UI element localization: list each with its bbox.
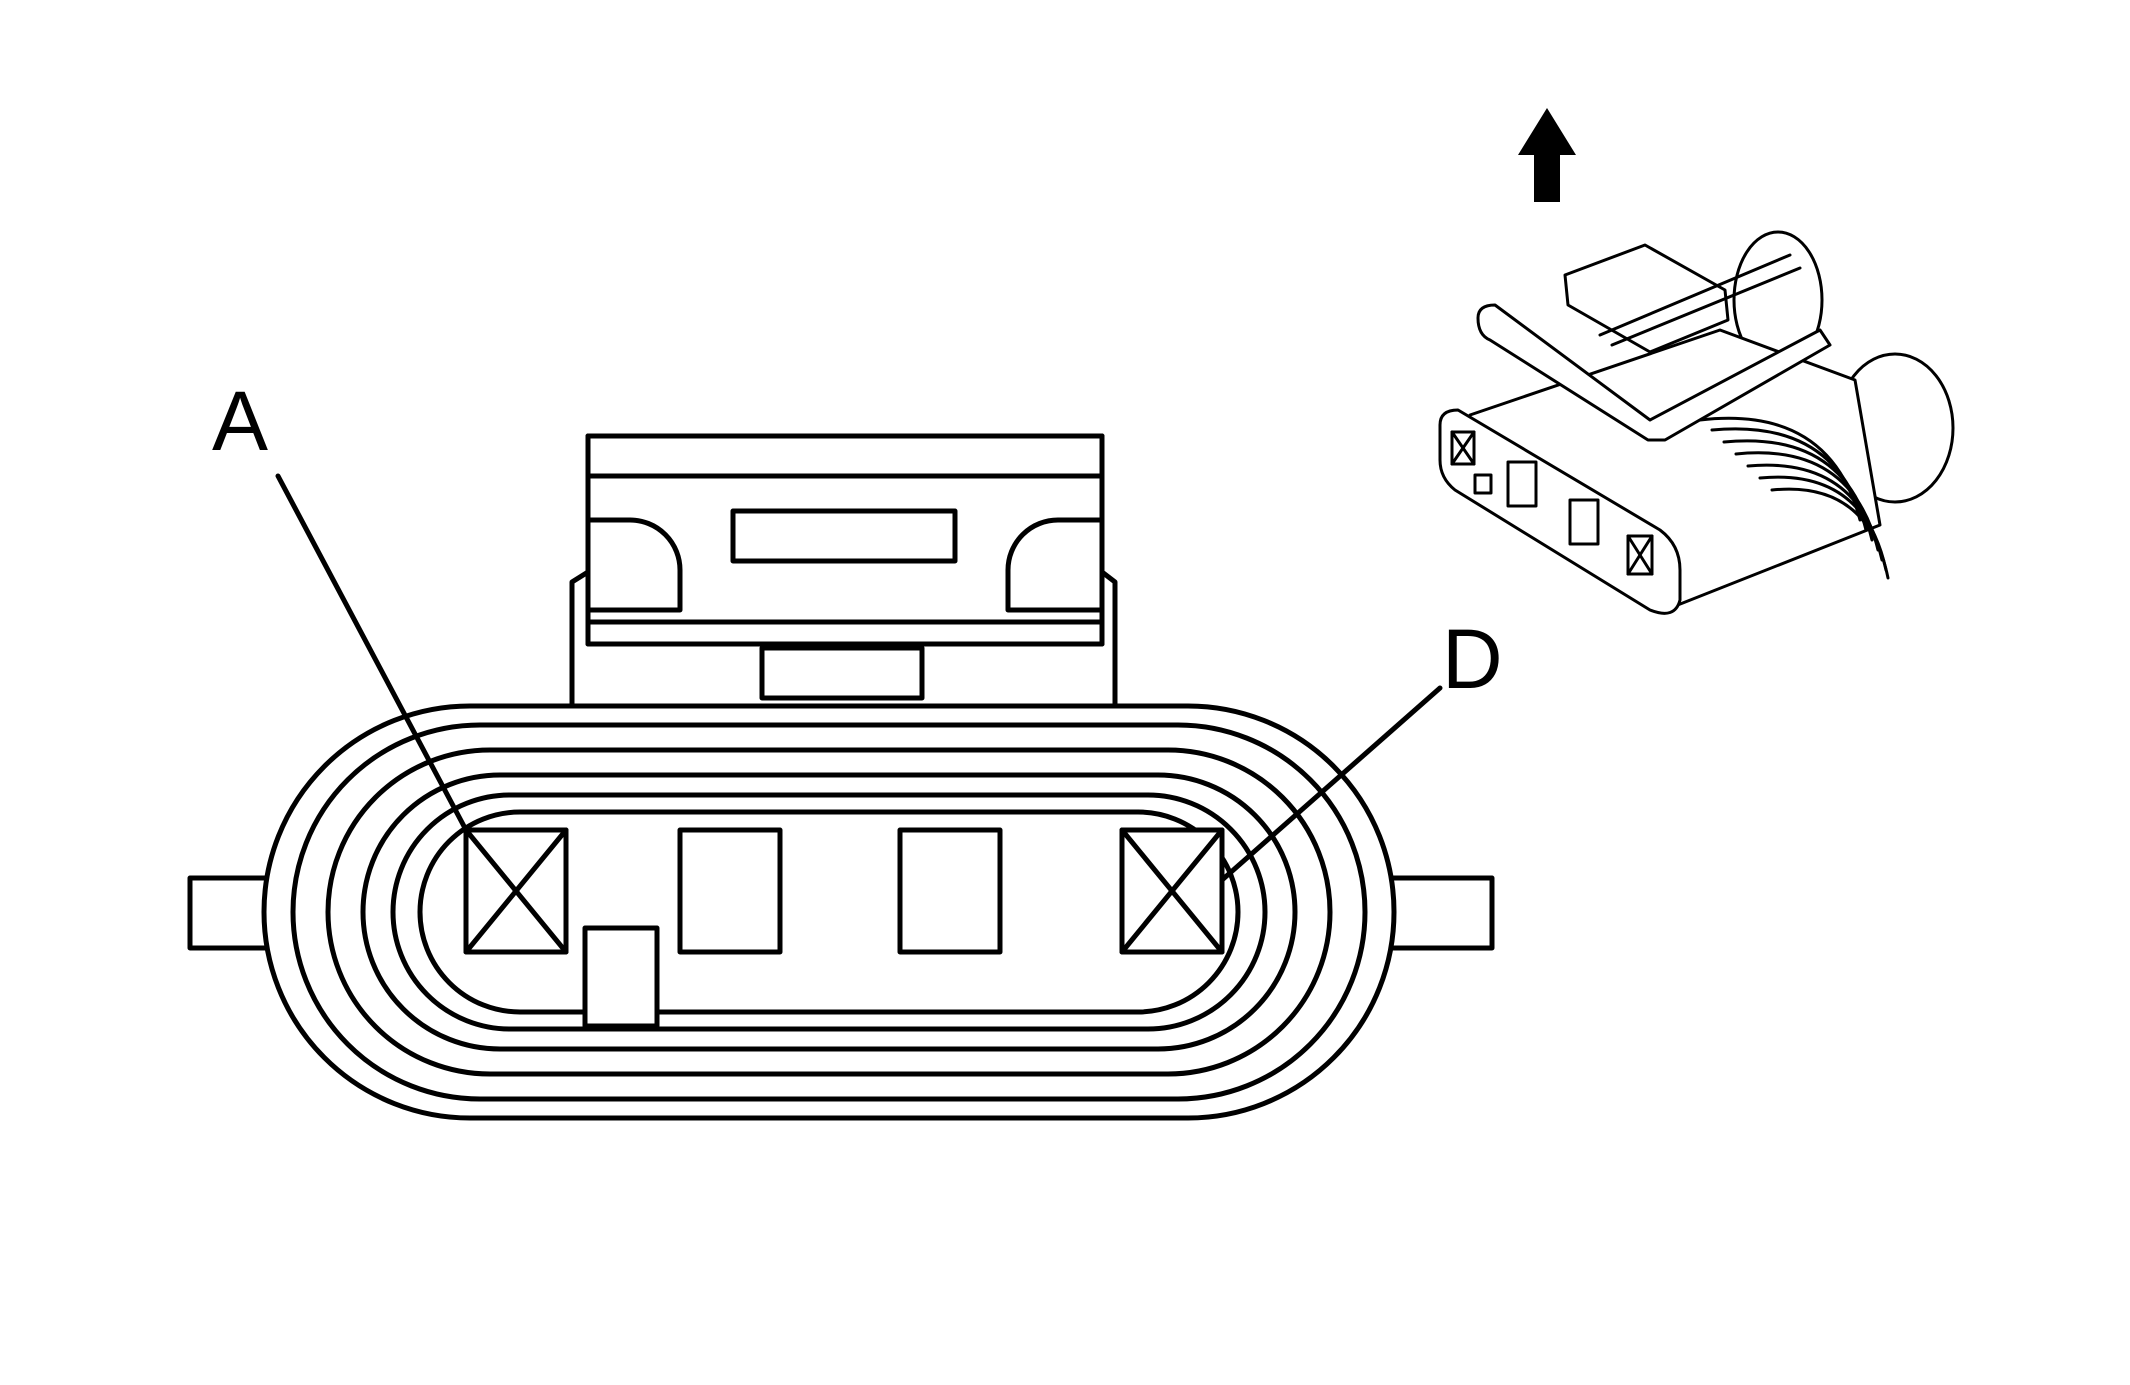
iso-terminal-d-x (1626, 534, 1654, 576)
seal-ring-2 (290, 722, 1368, 1102)
connector-face-view: A D (187, 374, 1503, 1121)
iso-latch-line-2 (1610, 266, 1802, 347)
latch-left-lobe (587, 517, 683, 613)
iso-polarizing-key (1473, 473, 1493, 495)
iso-latch-arm (1476, 303, 1832, 442)
iso-ribs (1698, 416, 1890, 580)
latch-lock-tab (759, 645, 925, 701)
iso-terminal-b (1506, 460, 1538, 508)
polarizing-key (582, 925, 660, 1029)
latch-right-lobe (1005, 517, 1103, 613)
seal-ring-3 (325, 747, 1333, 1077)
arrow-up-icon (1518, 108, 1576, 202)
iso-terminal-c (1568, 498, 1600, 546)
connector-isometric-view (1438, 230, 1955, 615)
iso-terminal-a-x (1450, 430, 1476, 466)
iso-latch-base (1563, 243, 1730, 354)
iso-latch-line (1598, 253, 1792, 337)
terminal-b (677, 827, 783, 955)
pin-d-label: D (1442, 612, 1503, 706)
right-mount-tab (1387, 875, 1495, 951)
terminal-a (463, 827, 569, 955)
seal-ring-5 (390, 792, 1268, 1032)
terminal-c (897, 827, 1003, 955)
latch-release-slot (730, 508, 958, 564)
terminal-d (1119, 827, 1225, 955)
leader-line-d (1219, 685, 1443, 883)
iso-front-face (1438, 408, 1682, 615)
outer-seal-ring (261, 703, 1397, 1121)
pin-a-label: A (212, 374, 268, 468)
leader-line-a (275, 473, 469, 833)
